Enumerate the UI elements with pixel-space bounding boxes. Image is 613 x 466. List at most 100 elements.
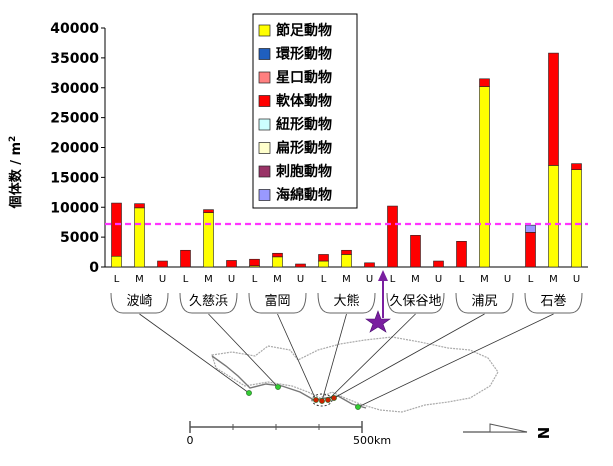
bar-segment-1 <box>272 256 283 268</box>
bar-segment-4 <box>341 249 352 255</box>
x-tick-label: L <box>528 274 534 285</box>
bar-segment-4 <box>571 163 582 170</box>
legend-swatch <box>258 48 271 60</box>
legend-swatch <box>258 95 271 107</box>
bar-segment-4 <box>318 254 329 262</box>
x-tick-label: U <box>573 274 580 285</box>
bars-layer <box>111 52 582 268</box>
legend-swatch <box>258 71 271 84</box>
x-tick-label: M <box>273 274 282 285</box>
site-bracket <box>317 292 376 314</box>
site-dot <box>355 404 361 410</box>
site-bracket <box>524 292 583 314</box>
legend-label: 扁形動物 <box>276 140 332 157</box>
y-tick-label: 15000 <box>50 170 99 186</box>
bar-segment-4 <box>203 209 214 213</box>
bar-segment-4 <box>157 260 168 268</box>
connector-line <box>208 313 279 388</box>
site-dot <box>319 398 325 404</box>
legend-label: 刺胞動物 <box>276 163 332 180</box>
bar-segment-1 <box>203 212 214 268</box>
legend-label: 環形動物 <box>276 46 332 63</box>
site-label: 久慈浜 <box>189 294 228 309</box>
bar-segment-1 <box>111 255 122 268</box>
site-bracket <box>455 292 514 314</box>
bar-segment-4 <box>134 203 145 209</box>
y-tick-label: 25000 <box>50 111 99 127</box>
land-shape <box>211 336 499 413</box>
bar-segment-1 <box>548 165 559 268</box>
site-label: 石巻 <box>540 294 566 309</box>
bar-segment-1 <box>134 207 145 268</box>
bar-segment-4 <box>387 205 398 268</box>
site-dot <box>246 390 252 396</box>
x-tick-label: U <box>435 274 442 285</box>
legend-label: 星口動物 <box>276 69 332 86</box>
site-dot <box>275 384 281 390</box>
site-dot <box>313 397 319 403</box>
north-label: N <box>534 427 552 440</box>
bar-segment-4 <box>180 249 191 268</box>
x-tick-label: U <box>504 274 511 285</box>
bar-segment-4 <box>295 263 306 268</box>
legend-swatch <box>258 24 271 37</box>
site-bracket <box>179 292 238 314</box>
y-axis-label: 個体数 / m2 <box>8 136 24 210</box>
north-arrow: N <box>463 423 552 440</box>
y-tick-label: 10000 <box>50 200 99 216</box>
bar-segment-4 <box>111 202 122 257</box>
site-bracket <box>110 292 169 314</box>
bar-segment-4 <box>272 252 283 258</box>
bar-segment-1 <box>571 169 582 268</box>
bar-segment-4 <box>548 52 559 166</box>
site-dot <box>325 397 331 403</box>
bar-segment-8 <box>525 224 536 233</box>
site-dots <box>246 384 361 410</box>
bar-segment-1 <box>318 260 329 268</box>
scale-start-label: 0 <box>187 434 194 447</box>
legend-swatch <box>258 142 271 154</box>
bar-segment-4 <box>364 262 375 268</box>
x-tick-label: L <box>252 274 258 285</box>
y-tick-label: 40000 <box>50 21 99 37</box>
bar-segment-4 <box>525 232 536 268</box>
connector-lines <box>139 313 554 408</box>
site-dot <box>331 395 337 401</box>
scale-end-label: 500km <box>353 434 391 447</box>
scale-bar: 0 500km <box>187 421 391 447</box>
coast-line <box>211 355 367 409</box>
legend-swatch <box>258 118 271 131</box>
y-tick-label: 5000 <box>60 230 99 246</box>
x-tick-label: U <box>228 274 235 285</box>
coast-map <box>211 336 499 413</box>
x-tick-label: L <box>321 274 327 285</box>
highlight-arrow <box>378 270 388 318</box>
bar-segment-1 <box>479 86 490 268</box>
bar-segment-4 <box>410 235 421 268</box>
x-tick-label: L <box>390 274 396 285</box>
y-tick-label: 0 <box>89 260 99 276</box>
x-tick-label: U <box>159 274 166 285</box>
site-label: 大熊 <box>333 293 359 309</box>
legend-label: 紐形動物 <box>276 116 332 133</box>
x-tick-label: L <box>114 274 120 285</box>
site-label: 久保谷地 <box>389 294 441 309</box>
connector-line <box>277 313 317 401</box>
site-bracket <box>248 292 307 314</box>
y-tick-label: 30000 <box>50 81 99 97</box>
site-label: 浦尻 <box>471 294 497 309</box>
y-tick-label: 35000 <box>50 51 99 67</box>
x-tick-label: M <box>135 274 144 285</box>
y-tick-label: 20000 <box>50 141 99 157</box>
legend-swatch <box>258 189 271 201</box>
star-marker <box>365 310 391 333</box>
legend-swatch <box>258 165 271 178</box>
legend-label: 軟体動物 <box>276 93 332 110</box>
connector-line <box>333 313 485 399</box>
x-tick-label: M <box>411 274 420 285</box>
x-tick-label: M <box>549 274 558 285</box>
legend-label: 海綿動物 <box>276 187 332 204</box>
labels-layer: 0 5000 10000 15000 20000 25000 30000 35000 40000… <box>50 21 583 314</box>
